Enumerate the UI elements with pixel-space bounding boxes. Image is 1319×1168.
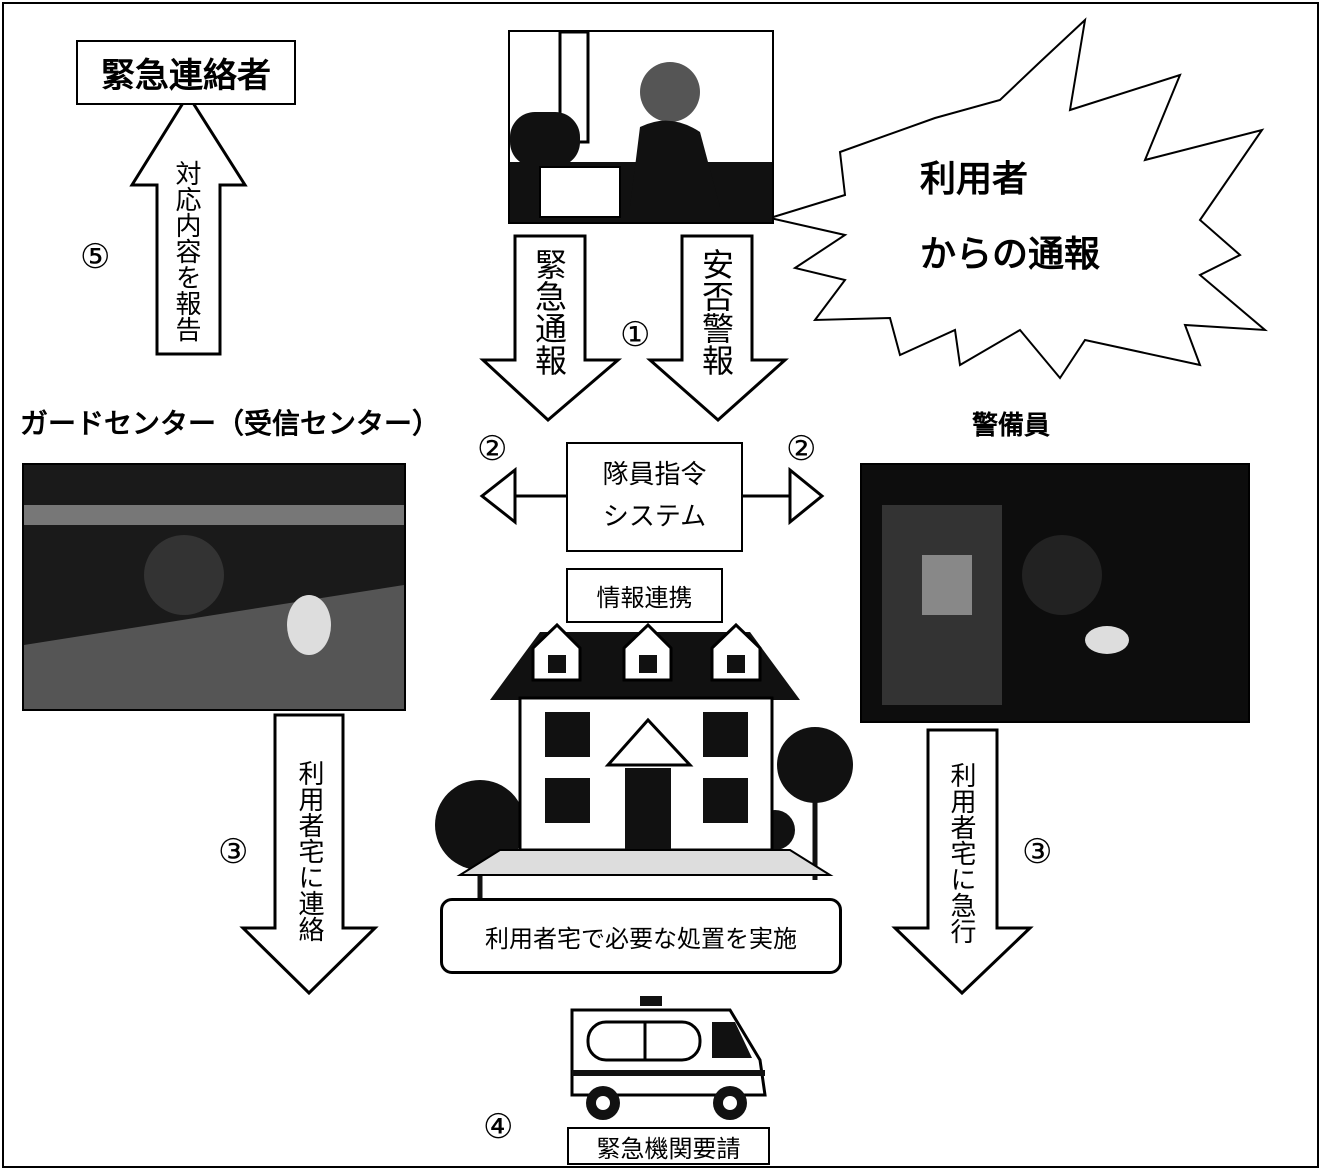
emergency-call-label: 緊急通報 [530, 248, 568, 376]
step-5-label: ⑤ [80, 237, 111, 277]
dispatch-system-line2: システム [602, 502, 707, 532]
dispatch-system-box: 隊員指令 システム [566, 442, 743, 552]
house-illustration [435, 622, 853, 900]
emergency-request-box: 緊急機関要請 [567, 1127, 770, 1165]
user-photo [508, 30, 774, 224]
guard-photo [860, 463, 1250, 723]
step-3-left-label: ③ [218, 832, 249, 872]
info-link-box: 情報連携 [566, 568, 723, 623]
guard-title: 警備員 [972, 411, 1051, 441]
user-report-burst [766, 17, 1268, 380]
dispatch-system-line1: 隊員指令 [602, 460, 707, 491]
emergency-contact-box: 緊急連絡者 [76, 40, 296, 105]
safety-alarm-down-arrow [646, 234, 789, 423]
user-report-line1: 利用者 [920, 159, 1029, 200]
guard-center-title: ガードセンター（受信センター） [20, 407, 441, 440]
guard-center-photo [22, 463, 406, 711]
step-2-right-label: ② [786, 429, 817, 469]
dispatch-left-arrow [479, 466, 517, 526]
rush-home-down-arrow [891, 728, 1034, 996]
step-4-label: ④ [483, 1107, 514, 1147]
user-report-line2: からの通報 [920, 234, 1101, 275]
step-3-right-label: ③ [1022, 832, 1053, 872]
dispatch-right-arrow [788, 466, 825, 526]
ambulance-illustration [570, 996, 767, 1120]
report-up-arrow [129, 92, 248, 356]
step-1-label: ① [620, 315, 651, 355]
report-arrow-label: 対応内容を報告 [171, 160, 201, 342]
step-2-left-label: ② [477, 429, 508, 469]
contact-home-label: 利用者宅に連絡 [294, 760, 324, 942]
contact-home-down-arrow [239, 713, 379, 996]
emergency-call-down-arrow [479, 234, 623, 423]
action-at-home-box: 利用者宅で必要な処置を実施 [440, 898, 842, 974]
rush-home-label: 利用者宅に急行 [946, 762, 976, 944]
safety-alarm-label: 安否警報 [697, 248, 735, 376]
